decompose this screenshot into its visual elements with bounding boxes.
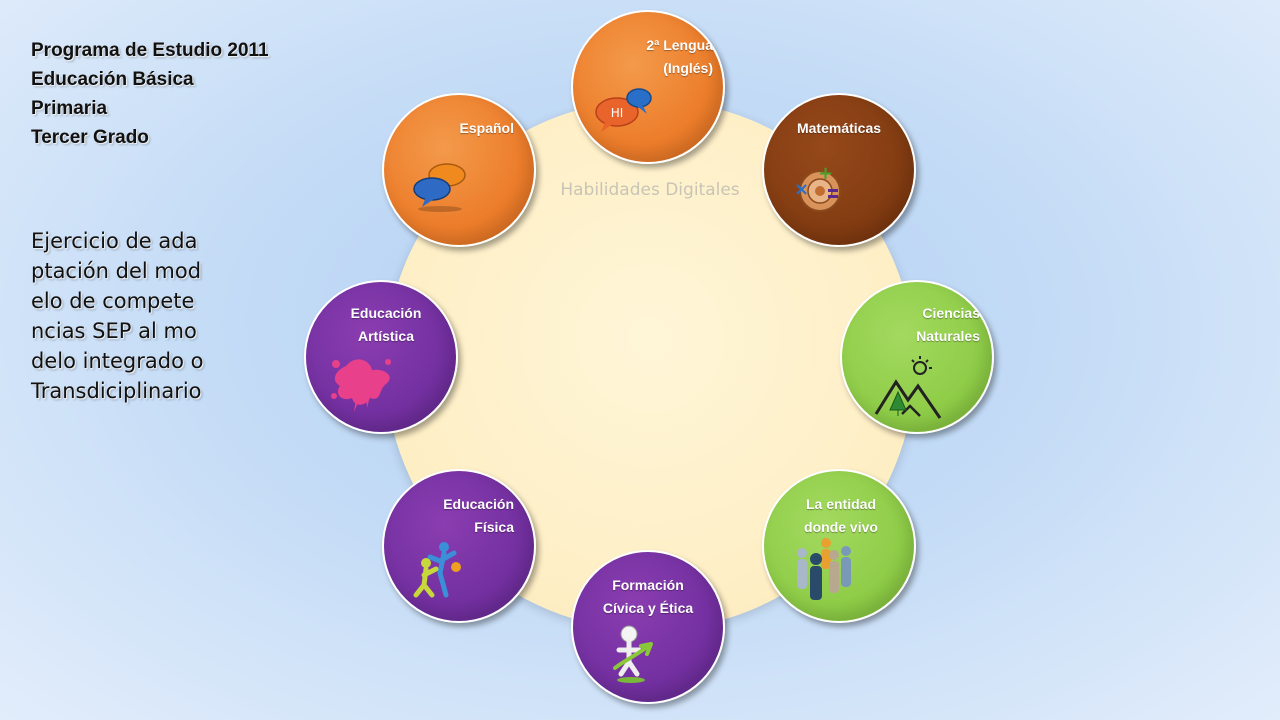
subject-label-line: Cívica y Ética [602, 600, 694, 616]
subject-label: Matemáticas [784, 117, 894, 140]
dancers-icon [413, 542, 461, 598]
speech-bubbles-hi-icon: HI [595, 88, 652, 132]
subject-ciencias-naturales[interactable]: Ciencias Naturales [840, 280, 994, 434]
subject-label: Formación Cívica y Ética [593, 574, 703, 620]
title-line: Primaria [31, 98, 108, 119]
subject-label-line: 2ª Lengua [646, 37, 713, 53]
subject-label: Educación Artística [341, 302, 431, 348]
subject-label-line: La entidad [805, 496, 876, 512]
subject-label: Español [444, 117, 514, 140]
subject-formacion-civica-y-etica[interactable]: Formación Cívica y Ética [571, 550, 725, 704]
subject-matematicas[interactable]: Matemáticas × + [762, 93, 916, 247]
subject-label: Ciencias Naturales [880, 302, 980, 348]
figure-arrow-icon [613, 625, 653, 683]
subject-espanol[interactable]: Español [382, 93, 536, 247]
subject-educacion-artistica[interactable]: Educación Artística [304, 280, 458, 434]
svg-text:HI: HI [611, 106, 624, 120]
subject-label-line: Ciencias [922, 305, 980, 321]
subject-label-line: Formación [612, 577, 684, 593]
svg-text:+: + [818, 163, 833, 184]
subject-educacion-fisica[interactable]: Educación Física [382, 469, 536, 623]
math-operators-icon: × + [794, 163, 841, 212]
svg-text:×: × [794, 179, 809, 200]
title-line: Programa de Estudio 2011 [31, 40, 269, 61]
subject-label-line: Educación [350, 305, 422, 321]
program-title: Programa de Estudio 2011 Educación Básic… [31, 36, 269, 152]
speech-bubbles-icon [413, 163, 466, 212]
subject-label-line: Educación [443, 496, 514, 512]
exercise-description: Ejercicio de adaptación del modelo de co… [31, 229, 204, 403]
subject-segunda-lengua[interactable]: 2ª Lengua (Inglés) HI [571, 10, 725, 164]
subject-label-line: Naturales [916, 328, 980, 344]
subject-label-line: Física [474, 519, 514, 535]
subject-label-line: (Inglés) [663, 60, 713, 76]
subject-label: 2ª Lengua (Inglés) [613, 34, 713, 80]
subject-label-line: Español [459, 120, 514, 136]
subject-la-entidad-donde-vivo[interactable]: La entidad donde vivo [762, 469, 916, 623]
subject-label-line: donde vivo [804, 519, 878, 535]
title-line: Educación Básica [31, 69, 194, 90]
subject-label-line: Artística [357, 328, 415, 344]
paint-splash-icon [331, 359, 391, 412]
subject-label-line: Matemáticas [796, 120, 882, 136]
subject-label: Educación Física [424, 493, 514, 539]
subject-label: La entidad donde vivo [786, 493, 896, 539]
mountains-sun-icon [874, 356, 942, 419]
people-group-icon [797, 538, 851, 600]
title-line: Tercer Grado [31, 127, 149, 148]
center-label: Habilidades Digitales [560, 180, 740, 200]
